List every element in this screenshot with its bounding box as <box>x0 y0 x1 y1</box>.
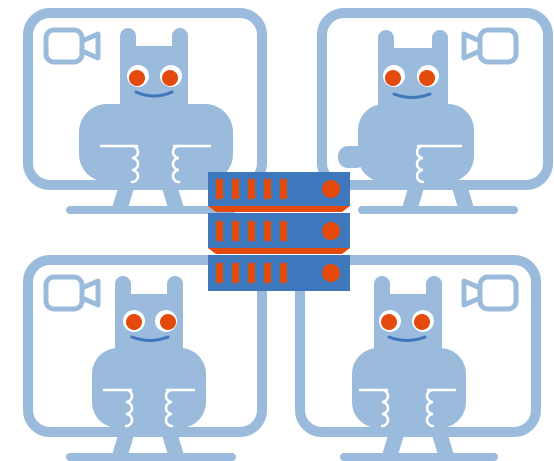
cat-mascot-icon <box>352 276 466 428</box>
server-slot <box>216 263 223 283</box>
server-slot <box>248 221 255 241</box>
server-unit <box>208 172 350 212</box>
cat-mascot-icon <box>338 30 474 182</box>
pupil <box>385 70 401 86</box>
video-camera-icon <box>464 277 516 309</box>
monitor-stand <box>452 188 474 208</box>
server-unit <box>208 255 350 291</box>
server-light <box>322 264 340 282</box>
server-slot <box>232 179 239 199</box>
monitor-stand <box>432 435 454 455</box>
pupil <box>419 70 435 86</box>
server-slot <box>232 221 239 241</box>
server-unit <box>208 213 350 254</box>
server-slot <box>216 179 223 199</box>
cat-mascot-icon <box>79 28 233 182</box>
server-slot <box>280 179 287 199</box>
pupil <box>381 314 397 330</box>
server-slot <box>248 263 255 283</box>
monitor-stand <box>162 188 184 208</box>
monitor-stand <box>162 435 184 455</box>
server-slot <box>264 221 271 241</box>
pupil <box>160 314 176 330</box>
monitor-stand <box>382 435 404 455</box>
monitor-stand <box>112 188 134 208</box>
server-slot <box>248 179 255 199</box>
server-light <box>322 180 340 198</box>
server-slot <box>280 221 287 241</box>
monitor-top-right <box>322 13 548 210</box>
pupil <box>129 70 145 86</box>
video-camera-icon <box>46 30 98 62</box>
cat-mascot-icon <box>92 276 206 428</box>
server-slot <box>232 263 239 283</box>
video-camera-icon <box>46 277 98 309</box>
pupil <box>414 314 430 330</box>
server-slot <box>280 263 287 283</box>
server-stack-icon <box>208 172 350 291</box>
server-slot <box>264 179 271 199</box>
monitor-stand <box>112 435 134 455</box>
video-camera-icon <box>464 30 516 62</box>
server-light <box>322 222 340 240</box>
monitor-stand <box>402 188 424 208</box>
server-slot <box>264 263 271 283</box>
pupil <box>126 314 142 330</box>
server-slot <box>216 221 223 241</box>
pupil <box>162 70 178 86</box>
